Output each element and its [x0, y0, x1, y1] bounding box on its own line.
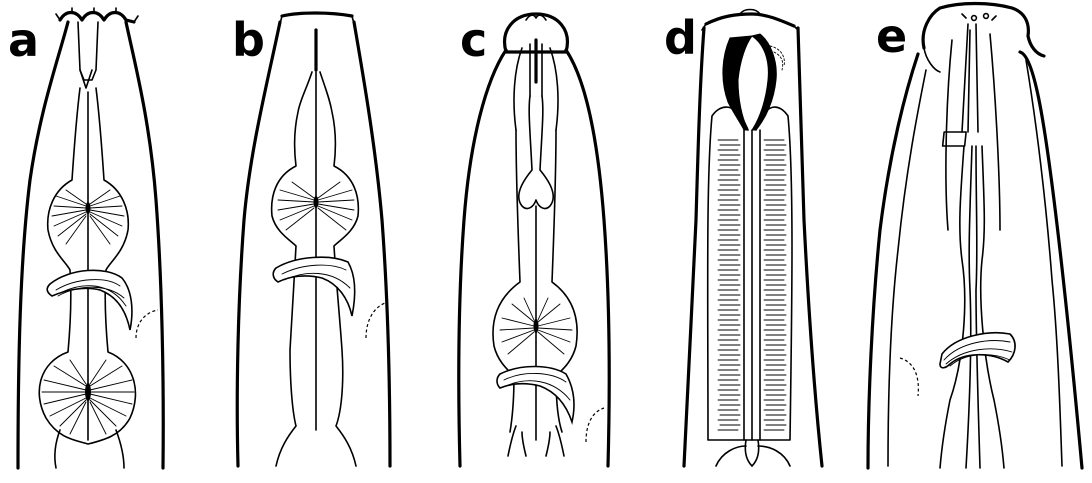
lip-region [706, 14, 794, 26]
body-outline [459, 50, 506, 466]
body-outline [126, 22, 163, 468]
excretory-pore [900, 358, 918, 396]
stylet-knobs [519, 96, 554, 208]
panel-a: a [8, 8, 163, 468]
panel-label-d: d [664, 11, 697, 65]
odontostyle [752, 34, 776, 130]
nerve-ring [273, 257, 354, 316]
body-outline [684, 28, 704, 466]
body-outline [18, 22, 68, 468]
excretory-pore [136, 310, 158, 338]
lip-region [60, 13, 134, 23]
body-outline [237, 22, 280, 466]
body-outline [868, 54, 918, 468]
panel-label-c: c [460, 13, 487, 67]
odontostyle [723, 36, 752, 130]
oesophagus [940, 146, 965, 468]
excretory-pore [366, 302, 388, 338]
panel-e: e [868, 4, 1082, 469]
panel-label-b: b [232, 13, 265, 67]
body-outline [354, 22, 390, 466]
excretory-pore [586, 408, 604, 442]
panel-d: d [664, 10, 822, 467]
lip-region [923, 4, 1044, 57]
panel-c: c [459, 13, 609, 466]
nerve-ring [47, 270, 132, 330]
panel-label-a: a [8, 13, 39, 67]
panel-b: b [232, 13, 390, 466]
panel-label-e: e [876, 9, 907, 63]
lip-region [282, 13, 352, 16]
body-outline [798, 28, 822, 466]
